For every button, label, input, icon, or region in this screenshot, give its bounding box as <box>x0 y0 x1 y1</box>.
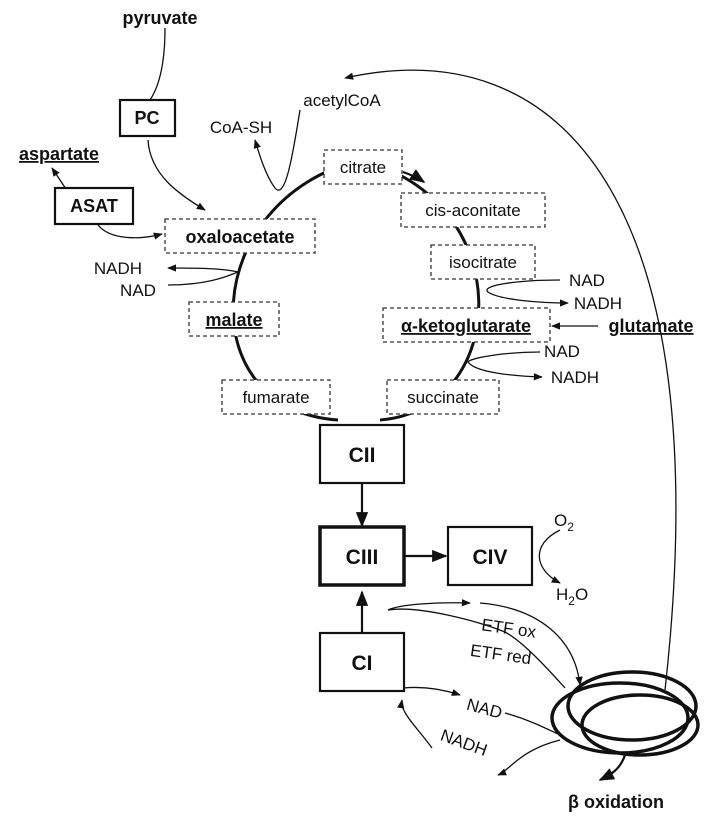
isocitrate-nadh-arrow <box>486 279 569 307</box>
alpha-ketoglutarate-node: α-ketoglutarate <box>382 307 551 343</box>
alpha-ketoglutarate-label: α-ketoglutarate <box>401 316 531 336</box>
acetylcoa-to-citrate-curve <box>274 109 301 191</box>
asat-to-oxaloacetate-arrow <box>97 224 163 240</box>
pyruvate-to-pc-line <box>149 27 166 101</box>
malate-node: malate <box>188 301 280 337</box>
pyruvate-label: pyruvate <box>122 8 197 28</box>
malate-nadh-arrow <box>167 264 241 286</box>
beta-oxidation-label: β oxidation <box>568 792 664 812</box>
succinate-label: succinate <box>407 388 479 407</box>
pc-to-oxaloacetate-arrow <box>147 139 206 211</box>
civ-label: CIV <box>472 546 507 569</box>
oxygen-label: O2 <box>554 511 574 534</box>
asat-label: ASAT <box>70 196 118 216</box>
succinate-node: succinate <box>386 379 500 415</box>
acetylcoa-label: acetylCoA <box>303 91 381 110</box>
oxaloacetate-node: oxaloacetate <box>164 218 316 254</box>
water-label: H2O <box>556 585 588 608</box>
ciii-node: CIII <box>318 525 406 587</box>
cis-aconitate-label: cis-aconitate <box>425 201 520 220</box>
fumarate-label: fumarate <box>242 388 309 407</box>
nad-ci-label: NAD <box>465 695 505 723</box>
nad-malate-label: NAD <box>120 281 156 300</box>
nad-isocitrate-label: NAD <box>569 271 605 290</box>
cii-label: CII <box>349 444 376 467</box>
pc-label: PC <box>134 108 159 128</box>
oxaloacetate-label: oxaloacetate <box>185 227 294 247</box>
coil-nadh-arrow <box>497 739 561 776</box>
citrate-to-cisaconitate-arrow <box>402 169 426 183</box>
coa-sh-label: CoA-SH <box>210 118 272 137</box>
ci-label: CI <box>352 652 373 675</box>
etf-ox-arrow <box>387 599 566 689</box>
glutamate-label: glutamate <box>608 316 693 336</box>
malate-label: malate <box>205 310 262 330</box>
nadh-ci-label: NADH <box>438 726 490 760</box>
pc-node: PC <box>118 98 177 138</box>
cii-node: CII <box>318 423 406 485</box>
nadh-malate-label: NADH <box>94 259 142 278</box>
civ-node: CIV <box>446 525 534 587</box>
citrate-node: citrate <box>323 149 403 185</box>
beta-oxidation-spiral <box>550 670 700 781</box>
beta-oxidation-feedback-arrow <box>344 69 677 691</box>
etf-red-arrow <box>479 602 583 686</box>
nadh-akg-label: NADH <box>551 368 599 387</box>
coa-sh-release-arrow <box>253 139 276 189</box>
fumarate-node: fumarate <box>221 379 331 415</box>
ciii-label: CIII <box>346 546 379 569</box>
etf-ox-label: ETF ox <box>480 615 537 642</box>
aspartate-label: aspartate <box>19 144 99 164</box>
citrate-label: citrate <box>340 158 386 177</box>
ci-nad-arrow <box>402 686 461 696</box>
ci-node: CI <box>318 631 406 693</box>
isocitrate-node: isocitrate <box>430 244 536 280</box>
isocitrate-label: isocitrate <box>449 253 517 272</box>
nad-akg-label: NAD <box>544 342 580 361</box>
oxygen-to-water-arrow <box>538 529 561 584</box>
akg-nadh-arrow <box>467 351 543 381</box>
cis-aconitate-node: cis-aconitate <box>400 192 546 228</box>
nadh-isocitrate-label: NADH <box>574 294 622 313</box>
nadh-to-ci-arrow <box>397 699 433 749</box>
asat-node: ASAT <box>53 186 135 226</box>
